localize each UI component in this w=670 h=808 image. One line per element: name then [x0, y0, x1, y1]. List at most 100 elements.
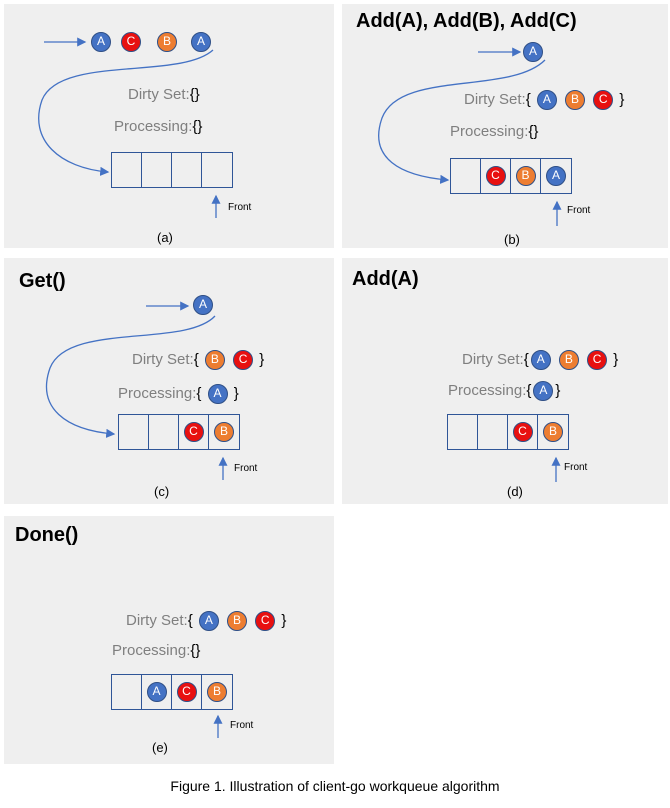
- ball-b: B: [565, 90, 586, 110]
- incoming-item: A: [193, 295, 213, 315]
- queue: A C B: [111, 674, 233, 710]
- queue: C B A: [450, 158, 572, 194]
- dirty-set-label: Dirty Set:{}: [128, 86, 200, 103]
- ball-b: B: [214, 422, 234, 442]
- ball-c: C: [593, 90, 614, 110]
- close-brace: }: [197, 118, 203, 135]
- close-brace: }: [233, 384, 239, 402]
- ball-c: C: [176, 682, 197, 702]
- panel-title: Add(A): [352, 268, 419, 290]
- queue-slot: A: [142, 675, 172, 709]
- queue-slot: B: [202, 675, 232, 709]
- ball-a: A: [523, 42, 543, 62]
- front-label: Front: [234, 463, 258, 474]
- queue-slot: [112, 153, 142, 187]
- close-brace: }: [613, 350, 619, 368]
- processing-text: Processing:: [114, 118, 193, 135]
- panel-title: Get(): [19, 270, 66, 292]
- queue-slot: C: [508, 415, 538, 449]
- open-brace: {: [190, 642, 196, 659]
- processing-label: Processing:{}: [114, 118, 202, 135]
- open-brace: {: [525, 90, 531, 108]
- queue-slot: C: [481, 159, 511, 193]
- close-brace: }: [619, 90, 625, 108]
- close-brace: }: [533, 123, 539, 140]
- dirty-set-text: Dirty Set:: [128, 86, 190, 103]
- queue-slot: [478, 415, 508, 449]
- panel-title: Done(): [15, 524, 79, 546]
- queue-slot: B: [538, 415, 568, 449]
- close-brace: }: [194, 86, 200, 103]
- incoming-item: A: [191, 32, 211, 52]
- ball-a: A: [530, 350, 551, 370]
- dirty-set-text: Dirty Set:: [462, 350, 524, 368]
- ball-c: C: [512, 422, 533, 442]
- panel-b: Add(A), Add(B), Add(C) A Dirty Set:{ A B…: [342, 4, 668, 248]
- queue-slot: B: [511, 159, 541, 193]
- queue: C B: [118, 414, 240, 450]
- enqueue-curve: [38, 49, 214, 176]
- panel-a: A C B A Dirty Set:{} Processing:{} Front…: [4, 4, 334, 248]
- dirty-set-label: Dirty Set:{ A B C }: [126, 611, 286, 631]
- queue-slot: [112, 675, 142, 709]
- front-label: Front: [228, 202, 252, 213]
- queue-slot: A: [541, 159, 571, 193]
- panel-caption: (c): [154, 484, 170, 499]
- processing-label: Processing:{}: [450, 123, 538, 140]
- ball-c: C: [233, 350, 254, 370]
- incoming-item: C: [121, 32, 141, 52]
- close-brace: }: [195, 642, 201, 659]
- close-brace: }: [259, 350, 265, 368]
- ball-b: B: [207, 682, 227, 702]
- front-label: Front: [567, 205, 591, 216]
- panel-caption: (b): [504, 232, 520, 247]
- panel-caption: (e): [152, 740, 168, 755]
- ball-a: A: [91, 32, 111, 52]
- processing-label: Processing:{A}: [448, 381, 560, 401]
- processing-label: Processing:{}: [112, 642, 200, 659]
- open-brace: {: [189, 86, 195, 103]
- processing-text: Processing:: [118, 384, 197, 402]
- ball-a: A: [146, 682, 167, 702]
- open-brace: {: [528, 123, 534, 140]
- panel-c: Get() A Dirty Set:{ B C } Processing:{ A…: [4, 258, 334, 504]
- ball-b: B: [543, 422, 563, 442]
- front-label: Front: [564, 462, 588, 473]
- panel-title: Add(A), Add(B), Add(C): [356, 10, 577, 32]
- processing-label: Processing:{ A }: [118, 384, 239, 404]
- front-label: Front: [230, 720, 254, 731]
- open-brace: {: [526, 381, 532, 399]
- incoming-item: B: [157, 32, 177, 52]
- ball-b: B: [227, 611, 248, 631]
- ball-c: C: [485, 166, 506, 186]
- ball-b: B: [558, 350, 579, 370]
- open-brace: {: [193, 350, 199, 368]
- dirty-set-text: Dirty Set:: [132, 350, 194, 368]
- queue-slot: [149, 415, 179, 449]
- queue-slot: [119, 415, 149, 449]
- queue-slot: [448, 415, 478, 449]
- queue-slot: C: [179, 415, 209, 449]
- queue-slot: [142, 153, 172, 187]
- ball-c: C: [587, 350, 608, 370]
- close-brace: }: [555, 381, 561, 399]
- enqueue-curve: [378, 59, 546, 184]
- queue-slot: B: [209, 415, 239, 449]
- panel-d: Add(A) Dirty Set:{A B C } Processing:{A}…: [342, 258, 668, 504]
- ball-c: C: [121, 32, 141, 52]
- ball-a: A: [191, 32, 211, 52]
- open-brace: {: [523, 350, 529, 368]
- ball-a: A: [536, 90, 557, 110]
- dirty-set-text: Dirty Set:: [464, 90, 526, 108]
- queue-slot: C: [172, 675, 202, 709]
- queue-slot: [451, 159, 481, 193]
- ball-a: A: [198, 611, 219, 631]
- ball-c: C: [183, 422, 204, 442]
- panel-e: Done() Dirty Set:{ A B C } Processing:{}…: [4, 516, 334, 764]
- ball-b: B: [157, 32, 177, 52]
- processing-text: Processing:: [448, 381, 527, 399]
- ball-c: C: [255, 611, 276, 631]
- open-brace: {: [192, 118, 198, 135]
- enqueue-curve: [45, 315, 216, 438]
